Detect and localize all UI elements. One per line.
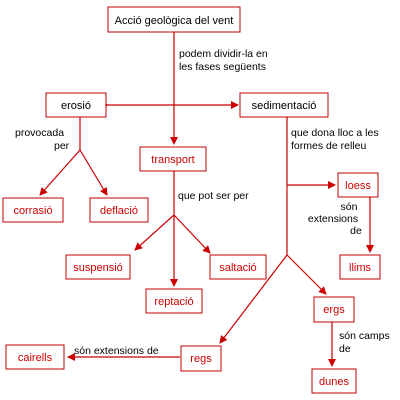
label-dona-1: que dona lloc a les bbox=[291, 127, 379, 139]
node-regs-label: regs bbox=[190, 353, 212, 365]
label-provocada-1: provocada bbox=[15, 127, 64, 139]
node-saltacio: saltació bbox=[209, 254, 267, 280]
node-ergs-label: ergs bbox=[323, 304, 345, 316]
node-transport: transport bbox=[139, 146, 207, 172]
node-dunes: dunes bbox=[311, 368, 357, 394]
node-llims: llims bbox=[339, 254, 381, 280]
node-cairells: cairells bbox=[5, 344, 65, 370]
label-podem-1: podem dividir-la en bbox=[179, 48, 268, 60]
label-dona-2: formes de relleu bbox=[291, 140, 366, 152]
edges bbox=[39, 32, 374, 367]
edge-labels: podem dividir-la en les fases següents p… bbox=[15, 48, 390, 357]
label-que-pot: que pot ser per bbox=[178, 190, 249, 202]
node-root-label: Acció geològica del vent bbox=[115, 15, 234, 27]
node-reptacio: reptació bbox=[145, 288, 203, 314]
node-dunes-label: dunes bbox=[319, 376, 349, 388]
node-corrasio: corrasió bbox=[2, 197, 64, 223]
node-suspensio-label: suspensió bbox=[73, 262, 123, 274]
node-loess: loess bbox=[337, 172, 379, 198]
node-cairells-label: cairells bbox=[18, 352, 53, 364]
node-reptacio-label: reptació bbox=[154, 296, 193, 308]
label-camps-1: són camps bbox=[339, 330, 390, 342]
node-regs: regs bbox=[180, 345, 222, 372]
label-son-ext-2: extensions bbox=[308, 213, 358, 225]
node-erosio-label: erosió bbox=[61, 100, 91, 112]
node-saltacio-label: saltació bbox=[219, 262, 256, 274]
label-son-ext-1: són bbox=[341, 201, 358, 213]
label-son-ext-3: de bbox=[350, 225, 362, 237]
label-camps-2: de bbox=[339, 343, 351, 355]
node-transport-label: transport bbox=[151, 154, 194, 166]
node-erosio: erosió bbox=[45, 92, 107, 118]
edge-sedimentacio-ergs bbox=[286, 254, 327, 295]
edge-sedimentacio-regs bbox=[219, 254, 288, 344]
node-deflacio: deflació bbox=[89, 197, 149, 223]
edge-transport-saltacio bbox=[173, 214, 211, 254]
node-root: Acció geològica del vent bbox=[107, 6, 241, 33]
label-provocada-2: per bbox=[54, 140, 70, 152]
label-podem-2: les fases següents bbox=[179, 61, 266, 73]
label-son-ext-regs: són extensions de bbox=[74, 345, 159, 357]
node-ergs: ergs bbox=[313, 296, 355, 323]
node-llims-label: llims bbox=[349, 262, 371, 274]
node-sedimentacio: sedimentació bbox=[239, 92, 329, 118]
node-suspensio: suspensió bbox=[65, 254, 131, 280]
edge-erosio-deflacio bbox=[79, 149, 108, 196]
node-deflacio-label: deflació bbox=[100, 205, 138, 217]
node-sedimentacio-label: sedimentació bbox=[252, 100, 317, 112]
node-corrasio-label: corrasió bbox=[13, 205, 52, 217]
node-loess-label: loess bbox=[345, 180, 371, 192]
